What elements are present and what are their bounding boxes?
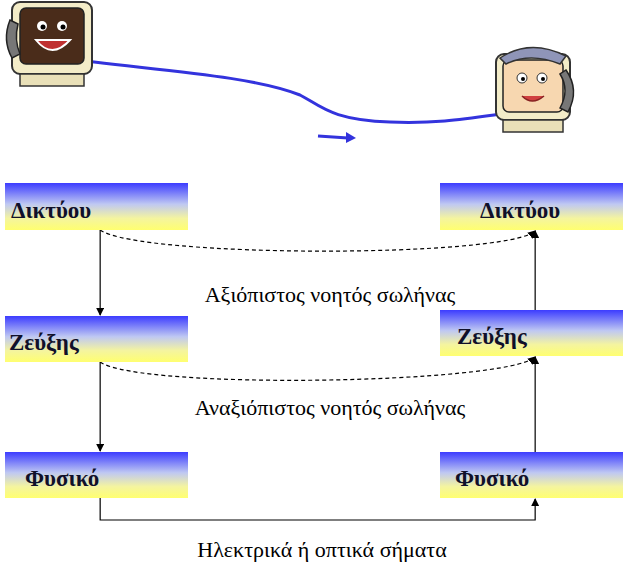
virtual-pipe	[100, 230, 535, 251]
layer-box: Ζεύξης	[440, 310, 623, 356]
layer-name: Φυσικό	[455, 458, 529, 492]
layer-name: Ζεύξης	[457, 316, 527, 350]
signal-line	[100, 230, 101, 315]
edge-label: Αναξιόπιστος νοητός σωλήνας	[191, 395, 469, 421]
layer-box: Δικτύου	[440, 183, 623, 230]
left-computer	[6, 2, 92, 86]
right-computer	[496, 47, 574, 132]
edge-label: Αξιόπιστος νοητός σωλήνας	[201, 282, 460, 308]
layer-name: Ζεύξης	[9, 322, 79, 356]
edge-label: Ηλεκτρικά ή οπτικά σήματα	[193, 537, 450, 563]
signal-line	[100, 362, 101, 451]
layer-name: Δικτύου	[11, 190, 91, 224]
flow-arrow-head	[346, 132, 356, 143]
layer-box: Φυσικό	[5, 452, 188, 498]
signal-line	[100, 498, 535, 520]
layer-box: Φυσικό	[440, 452, 623, 498]
signal-line	[535, 357, 536, 452]
cable	[62, 58, 515, 122]
layer-box: Ζεύξης	[5, 316, 188, 362]
layer-box: Δικτύου	[5, 183, 188, 230]
signal-line	[535, 231, 536, 310]
layer-name: Φυσικό	[25, 458, 99, 492]
flow-arrow	[318, 136, 348, 138]
layer-name: Δικτύου	[480, 190, 560, 224]
